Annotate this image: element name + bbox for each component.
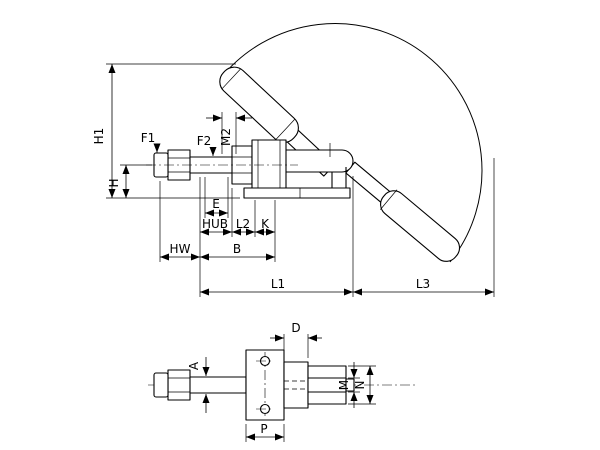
side-view: H1 H F1 F2 M2 E (92, 23, 495, 297)
dim-label-n: N (353, 381, 367, 390)
topview-body (283, 361, 309, 409)
dim-label-d: D (291, 321, 300, 335)
pivot-cross-icon (323, 143, 337, 157)
dim-label-f1: F1 (141, 131, 156, 145)
handle-released-position (345, 161, 461, 262)
dim-label-l2: L2 (236, 217, 250, 231)
dimensions-top-view: A D M N P (187, 321, 376, 442)
dim-label-hw: HW (170, 242, 191, 256)
dim-label-k: K (261, 217, 270, 231)
topview-spindle (153, 369, 247, 401)
dim-label-e: E (212, 197, 220, 211)
top-view: A D M N P (148, 321, 416, 442)
dim-label-h1: H1 (92, 128, 106, 145)
dim-label-m2: M2 (219, 128, 233, 146)
dimensions-side-view: H1 H F1 F2 M2 E (92, 63, 495, 297)
dim-label-l3: L3 (416, 277, 430, 291)
arm-tip (345, 378, 355, 392)
dim-label-a: A (187, 361, 201, 370)
dim-label-l1: L1 (271, 277, 285, 291)
handle-swing-arc (219, 23, 483, 263)
dim-label-m: M (337, 380, 351, 390)
dim-label-hub: HUB (202, 217, 228, 231)
mounting-base (243, 187, 351, 199)
topview-hex-nut (167, 369, 191, 401)
fork-arm (307, 365, 347, 405)
dim-label-b: B (233, 242, 241, 256)
topview-tip-pad (153, 372, 169, 398)
dim-label-h: H (107, 178, 121, 187)
dim-label-f2: F2 (197, 134, 212, 148)
clamp-body (251, 139, 287, 195)
dim-label-p: P (260, 422, 267, 436)
topview-spindle-rod (187, 376, 247, 394)
